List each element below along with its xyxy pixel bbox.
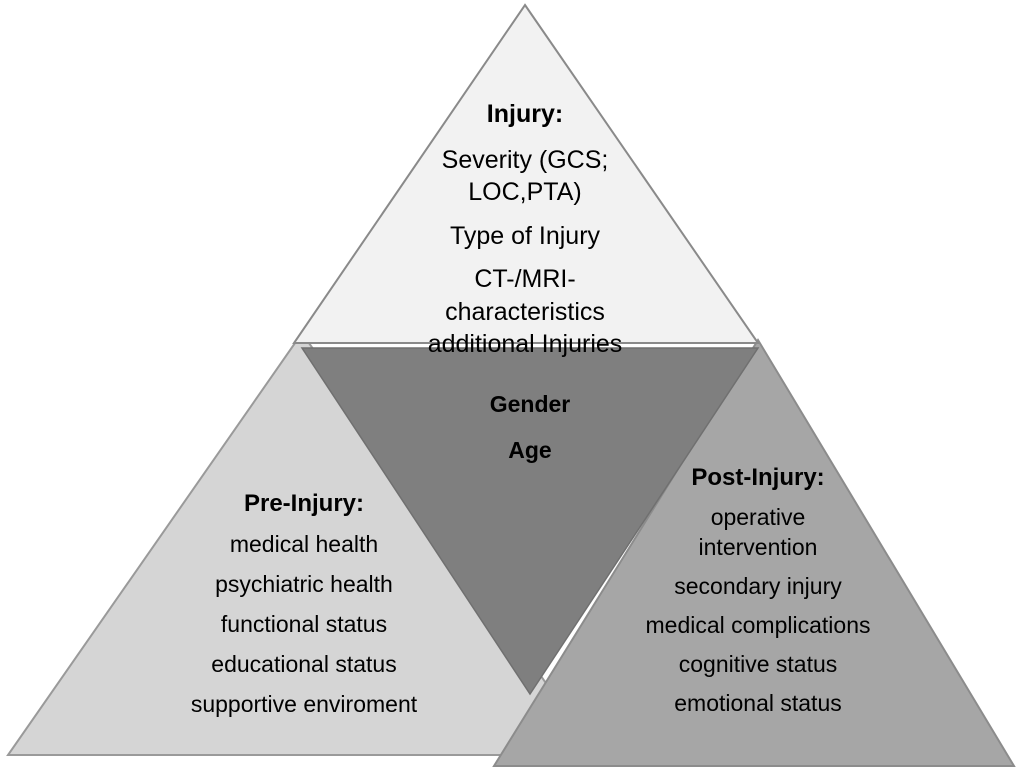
right-triangle-post-injury[interactable] [492,338,1016,767]
top-triangle-injury[interactable] [292,3,760,344]
center-inverted-triangle-demographics[interactable] [300,347,760,696]
